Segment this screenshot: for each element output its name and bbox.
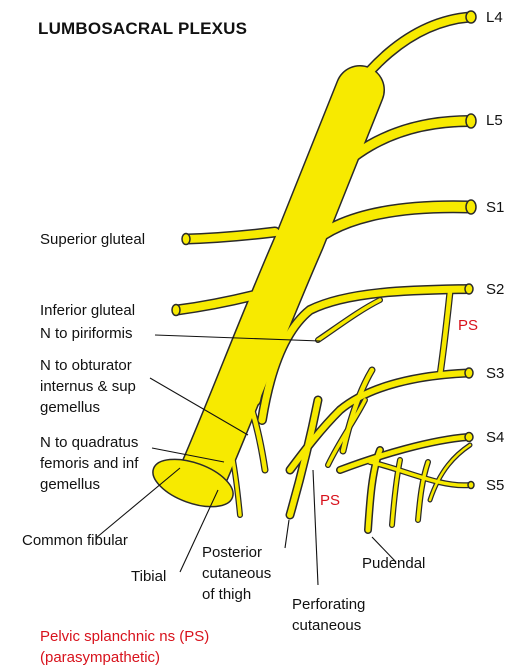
cap-s4 [465, 433, 473, 442]
label-perforating-2: cutaneous [292, 616, 361, 635]
cap-l5 [466, 114, 476, 128]
root-label-s5: S5 [486, 476, 504, 495]
cap-superior-gluteal [182, 234, 190, 245]
label-n-piriformis: N to piriformis [40, 324, 133, 343]
root-label-s3: S3 [486, 364, 504, 383]
label-n-obturator-1: N to obturator [40, 356, 132, 375]
cap-l4 [466, 11, 476, 23]
cap-s1 [466, 200, 476, 214]
legend-line-1: Pelvic splanchnic ns (PS) [40, 627, 209, 646]
label-ps-s3: PS [320, 491, 340, 510]
label-posterior-cutaneous-1: Posterior [202, 543, 262, 562]
label-ps-s2: PS [458, 316, 478, 335]
root-label-s4: S4 [486, 428, 504, 447]
root-label-s2: S2 [486, 280, 504, 299]
label-n-obturator-2: internus & sup [40, 377, 136, 396]
label-n-quadratus-3: gemellus [40, 475, 100, 494]
label-pudendal: Pudendal [362, 554, 425, 573]
cap-s2 [465, 284, 473, 294]
label-common-fibular: Common fibular [22, 531, 128, 550]
label-posterior-cutaneous-2: cutaneous [202, 564, 271, 583]
root-label-l5: L5 [486, 111, 503, 130]
label-n-quadratus-2: femoris and inf [40, 454, 138, 473]
root-label-l4: L4 [486, 8, 503, 27]
leader-posterior-cutaneous [285, 520, 289, 548]
label-inferior-gluteal: Inferior gluteal [40, 301, 135, 320]
leader-common-fibular [96, 468, 180, 538]
root-label-s1: S1 [486, 198, 504, 217]
label-n-quadratus-1: N to quadratus [40, 433, 138, 452]
legend-line-2: (parasympathetic) [40, 648, 160, 667]
label-perforating-1: Perforating [292, 595, 365, 614]
label-n-obturator-3: gemellus [40, 398, 100, 417]
label-posterior-cutaneous-3: of thigh [202, 585, 251, 604]
nerve-branch-e [430, 445, 470, 500]
label-tibial: Tibial [131, 567, 166, 586]
cap-s3 [465, 368, 473, 378]
cap-s5 [468, 482, 474, 489]
page-title: LUMBOSACRAL PLEXUS [38, 19, 247, 39]
cap-inferior-gluteal [172, 305, 180, 316]
label-superior-gluteal: Superior gluteal [40, 230, 145, 249]
leader-perforating [313, 470, 318, 585]
